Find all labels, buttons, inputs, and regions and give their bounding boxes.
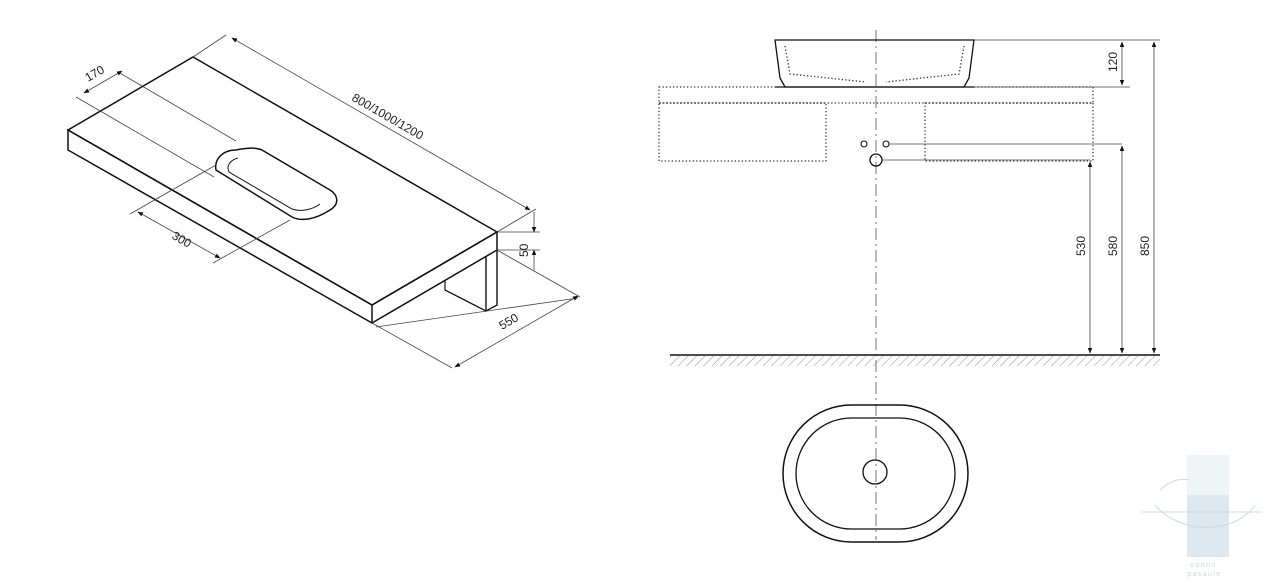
front-elevation: 120 530 580 850 xyxy=(658,30,1160,540)
isometric-view: 170 800/1000/1200 50 300 xyxy=(66,34,581,369)
floor-hatching xyxy=(670,356,1160,366)
support-leg xyxy=(485,250,498,313)
drawer-left xyxy=(658,102,827,162)
countertop-front-face xyxy=(67,128,373,325)
dim-length-label: 800/1000/1200 xyxy=(350,90,427,142)
dim-50: 50 xyxy=(497,212,540,270)
dim-170-label: 170 xyxy=(83,62,108,84)
basin-top-view xyxy=(782,404,969,543)
dim-580: 580 xyxy=(1106,145,1125,354)
basin-drain xyxy=(862,459,888,485)
inlet-left xyxy=(860,140,868,148)
countertop-front xyxy=(658,86,1094,104)
dim-580-label: 580 xyxy=(1106,236,1120,256)
countertop-top-face xyxy=(66,56,499,306)
watermark-line1: vannu xyxy=(1190,561,1217,569)
dim-120-label: 120 xyxy=(1106,52,1120,72)
countertop-side-face xyxy=(371,230,498,324)
dim-850: 850 xyxy=(1138,41,1157,354)
dim-530: 530 xyxy=(1074,161,1093,354)
dim-120: 120 xyxy=(1106,41,1125,86)
watermark-line2: pasaule xyxy=(1187,570,1221,578)
dim-550: 550 xyxy=(371,249,581,369)
basin-front xyxy=(774,39,975,88)
dim-50-label: 50 xyxy=(517,243,531,257)
basin-cutout xyxy=(214,147,338,221)
dim-550-label: 550 xyxy=(497,310,522,332)
inlet-right xyxy=(882,140,890,148)
drawer-right xyxy=(924,102,1094,162)
dim-850-label: 850 xyxy=(1138,236,1152,256)
dim-530-label: 530 xyxy=(1074,236,1088,256)
dim-length: 800/1000/1200 xyxy=(192,34,537,233)
dim-170: 170 xyxy=(75,62,237,178)
watermark-logo: vannu pasaule xyxy=(1142,455,1262,578)
